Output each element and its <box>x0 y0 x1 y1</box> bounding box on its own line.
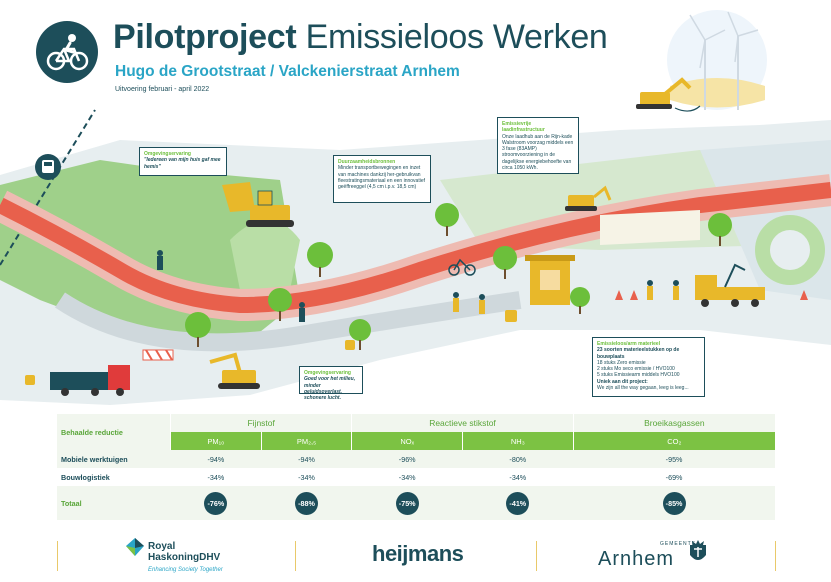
royal-haskoning-logo: Royal HaskoningDHV Enhancing Society Tog… <box>124 536 254 578</box>
callout-charging-infra: Emissievrije laadinfrastructuur Onze laa… <box>497 117 579 174</box>
table-cell: -95% <box>665 454 683 464</box>
table-corner-label: Behaalde reductie <box>57 414 171 450</box>
truck-icon <box>695 263 765 307</box>
table-cell: -69% <box>665 472 683 482</box>
table-cell: -34% <box>398 472 416 482</box>
rhdhv-line1: Royal <box>148 541 176 552</box>
total-label: Totaal <box>61 498 82 508</box>
worker-icon <box>157 250 679 322</box>
subheader-co2: CO₂ <box>572 432 775 450</box>
table-row: Mobiele werktuigen -94% -94% -96% -80% -… <box>57 450 775 468</box>
table-cell: -34% <box>207 472 225 482</box>
table-cell: -80% <box>509 454 527 464</box>
callout-sustainability: Duurzaamheidsbronnen Minder transportbew… <box>333 155 431 203</box>
page-title: Pilotproject Emissieloos Werken <box>113 18 608 56</box>
table-cell: -96% <box>398 454 416 464</box>
row-label: Bouwlogistiek <box>61 472 110 482</box>
cyclist-icon <box>46 34 89 71</box>
row-label: Mobiele werktuigen <box>61 454 128 464</box>
group-header-broeikas: Broeikasgassen <box>572 414 775 432</box>
callout-environment: Omgevingservaring Goed voor het milieu, … <box>299 366 363 401</box>
logo-badge <box>36 21 98 83</box>
excavator-icon <box>636 77 701 112</box>
page-subtitle: Hugo de Grootstraat / Valckenierstraat A… <box>115 63 460 80</box>
excavator-icon <box>222 182 294 227</box>
site-illustration <box>0 10 831 405</box>
footer-divider <box>57 541 58 571</box>
table-cell: -34% <box>509 472 527 482</box>
footer-divider <box>536 541 537 571</box>
arnhem-gemeente: GEMEENTE <box>660 541 697 547</box>
arnhem-wordmark: Arnhem <box>598 548 675 570</box>
subheader-nox: NOₓ <box>351 432 463 450</box>
table-total-row: Totaal -76% -88% -75% -41% -85% <box>57 486 775 520</box>
barrier-icon <box>142 349 174 361</box>
total-badge: -41% <box>506 491 530 515</box>
subheader-pm10: PM₁₀ <box>170 432 262 450</box>
total-badge: -76% <box>204 491 228 515</box>
total-badge: -75% <box>395 491 419 515</box>
wind-turbine-icon <box>667 10 767 110</box>
arnhem-logo: GEMEENTE Arnhem <box>598 539 718 575</box>
group-header-stikstof: Reactieve stikstof <box>351 414 574 432</box>
total-badge: -88% <box>295 491 319 515</box>
truck-icon <box>50 365 130 396</box>
dateline: Uitvoering februari - april 2022 <box>115 86 210 93</box>
excavator-icon <box>209 352 260 389</box>
group-header-fijnstof: Fijnstof <box>169 414 352 432</box>
table-row: Bouwlogistiek -34% -34% -34% -34% -69% <box>57 468 775 486</box>
footer-divider <box>295 541 296 571</box>
table-cell: -94% <box>207 454 225 464</box>
subheader-nh3: NH₃ <box>462 432 574 450</box>
cyclist-icon <box>448 258 476 276</box>
rhdhv-line2: HaskoningDHV <box>148 552 221 563</box>
table-cell: -34% <box>298 472 315 482</box>
reduction-table: Behaalde reductie Fijnstof Reactieve sti… <box>57 414 775 520</box>
callout-neighbour-quote: Omgevingservaring "Iedereen van mijn hui… <box>139 147 227 176</box>
table-cell: -94% <box>298 454 315 464</box>
heijmans-logo: heijmans <box>372 541 464 566</box>
arnhem-crest-icon <box>690 540 706 560</box>
charger-icon <box>25 310 517 385</box>
rhdhv-tagline: Enhancing Society Together <box>148 567 223 573</box>
subheader-pm25: PM₂,₅ <box>260 432 352 450</box>
callout-equipment: Emissieloos/arm materieel 23 soorten mat… <box>592 337 705 397</box>
bus-icon <box>35 154 61 180</box>
excavator-icon <box>565 185 612 211</box>
footer-divider <box>775 541 776 571</box>
rhdhv-mark-icon <box>126 538 144 556</box>
total-badge: -85% <box>662 491 686 515</box>
